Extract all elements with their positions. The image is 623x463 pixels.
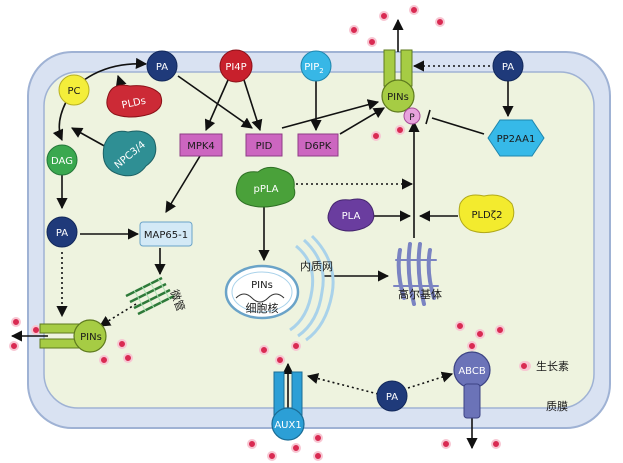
golgi-apparatus — [393, 242, 439, 306]
aux1-transporter — [271, 371, 305, 441]
d6pk-label: D6PK — [305, 141, 332, 152]
arrow-pc-to-pa — [83, 57, 148, 81]
pip2-label: PIP2 — [304, 62, 323, 75]
dotted-mt-to-pins-left — [99, 303, 137, 327]
nucleus — [224, 264, 300, 320]
er-label: 内质网 — [300, 259, 333, 273]
pldz2-shape — [458, 194, 515, 234]
arrow-pc-to-dag — [52, 101, 67, 142]
pins-transporter-top — [381, 49, 415, 113]
pla-shape — [327, 198, 375, 232]
pid-label: PID — [256, 141, 273, 152]
ppla-label: pPLA — [253, 184, 278, 195]
pathway-arrows — [10, 18, 514, 450]
p-label: P — [409, 113, 415, 123]
pla-label: PLA — [342, 211, 361, 222]
arrow-mpk4-to-map65 — [165, 155, 201, 213]
pi4p-label: PI4P — [225, 62, 246, 73]
pi4p-node — [219, 49, 253, 83]
pa-right-label: PA — [502, 62, 514, 73]
pp2aa1-label: PP2AA1 — [497, 134, 536, 145]
pins-transporter-left — [39, 319, 107, 353]
pa-node-top — [146, 50, 178, 82]
pa-top-label: PA — [156, 62, 168, 73]
aux1-label: AUX1 — [274, 420, 301, 431]
arrow-pi4p-to-pid — [243, 79, 263, 132]
d6pk-box — [297, 133, 339, 157]
abcb-label: ABCB — [458, 366, 486, 377]
pp2aa1-hexagon — [487, 119, 545, 157]
endoplasmic-reticulum — [289, 234, 335, 342]
pa-left-label: PA — [56, 228, 68, 239]
golgi-label: 高尔基体 — [398, 287, 442, 301]
ppla-shape — [235, 166, 296, 208]
dotted-arrows — [56, 60, 490, 395]
pa-node-left — [46, 216, 78, 248]
dag-node — [46, 144, 78, 176]
pid-box — [245, 133, 283, 157]
auxin-legend-label: 生长素 — [536, 359, 569, 373]
pa-node-bottom — [376, 380, 408, 412]
microtubule-bundle — [125, 276, 175, 316]
pc-label: PC — [67, 86, 80, 97]
npc-shape — [102, 130, 157, 177]
nucleus-label: 细胞核 — [246, 301, 279, 315]
plds-shape — [106, 84, 163, 118]
auxin-molecules — [9, 5, 531, 461]
auxin-legend-dot — [519, 361, 529, 371]
pldz2-label: PLDζ2 — [471, 210, 502, 221]
map65-box — [139, 221, 193, 247]
dotted-pa-to-aux1 — [306, 373, 379, 395]
arrow-npc-to-left — [71, 127, 109, 149]
arrow-pid-to-pins — [281, 99, 380, 129]
mpk4-label: MPK4 — [187, 141, 215, 152]
inhibit-pp2aa1-p — [425, 109, 485, 135]
pa-node-right — [492, 50, 524, 82]
pins-left-label: PINs — [80, 332, 102, 343]
microtubule-hatching — [133, 277, 171, 313]
pa-bottom-label: PA — [386, 392, 398, 403]
nucleus-pins-label: PINs — [251, 280, 273, 291]
arrow-pi4p-to-mpk4 — [204, 79, 229, 132]
pins-top-label: PINs — [387, 92, 409, 103]
abcb-transporter — [453, 351, 491, 419]
arrow-pa-to-pid — [177, 75, 253, 129]
pip2-node — [300, 50, 332, 82]
membrane-label: 质膜 — [546, 400, 568, 413]
phospho-marker — [403, 107, 421, 125]
mpk4-box — [179, 133, 223, 157]
pc-node — [58, 74, 90, 106]
dag-label: DAG — [51, 156, 73, 167]
arrow-d6pk-to-pins — [339, 107, 385, 135]
plds-label: PLDs — [121, 96, 147, 112]
map65-label: MAP65-1 — [144, 230, 188, 241]
